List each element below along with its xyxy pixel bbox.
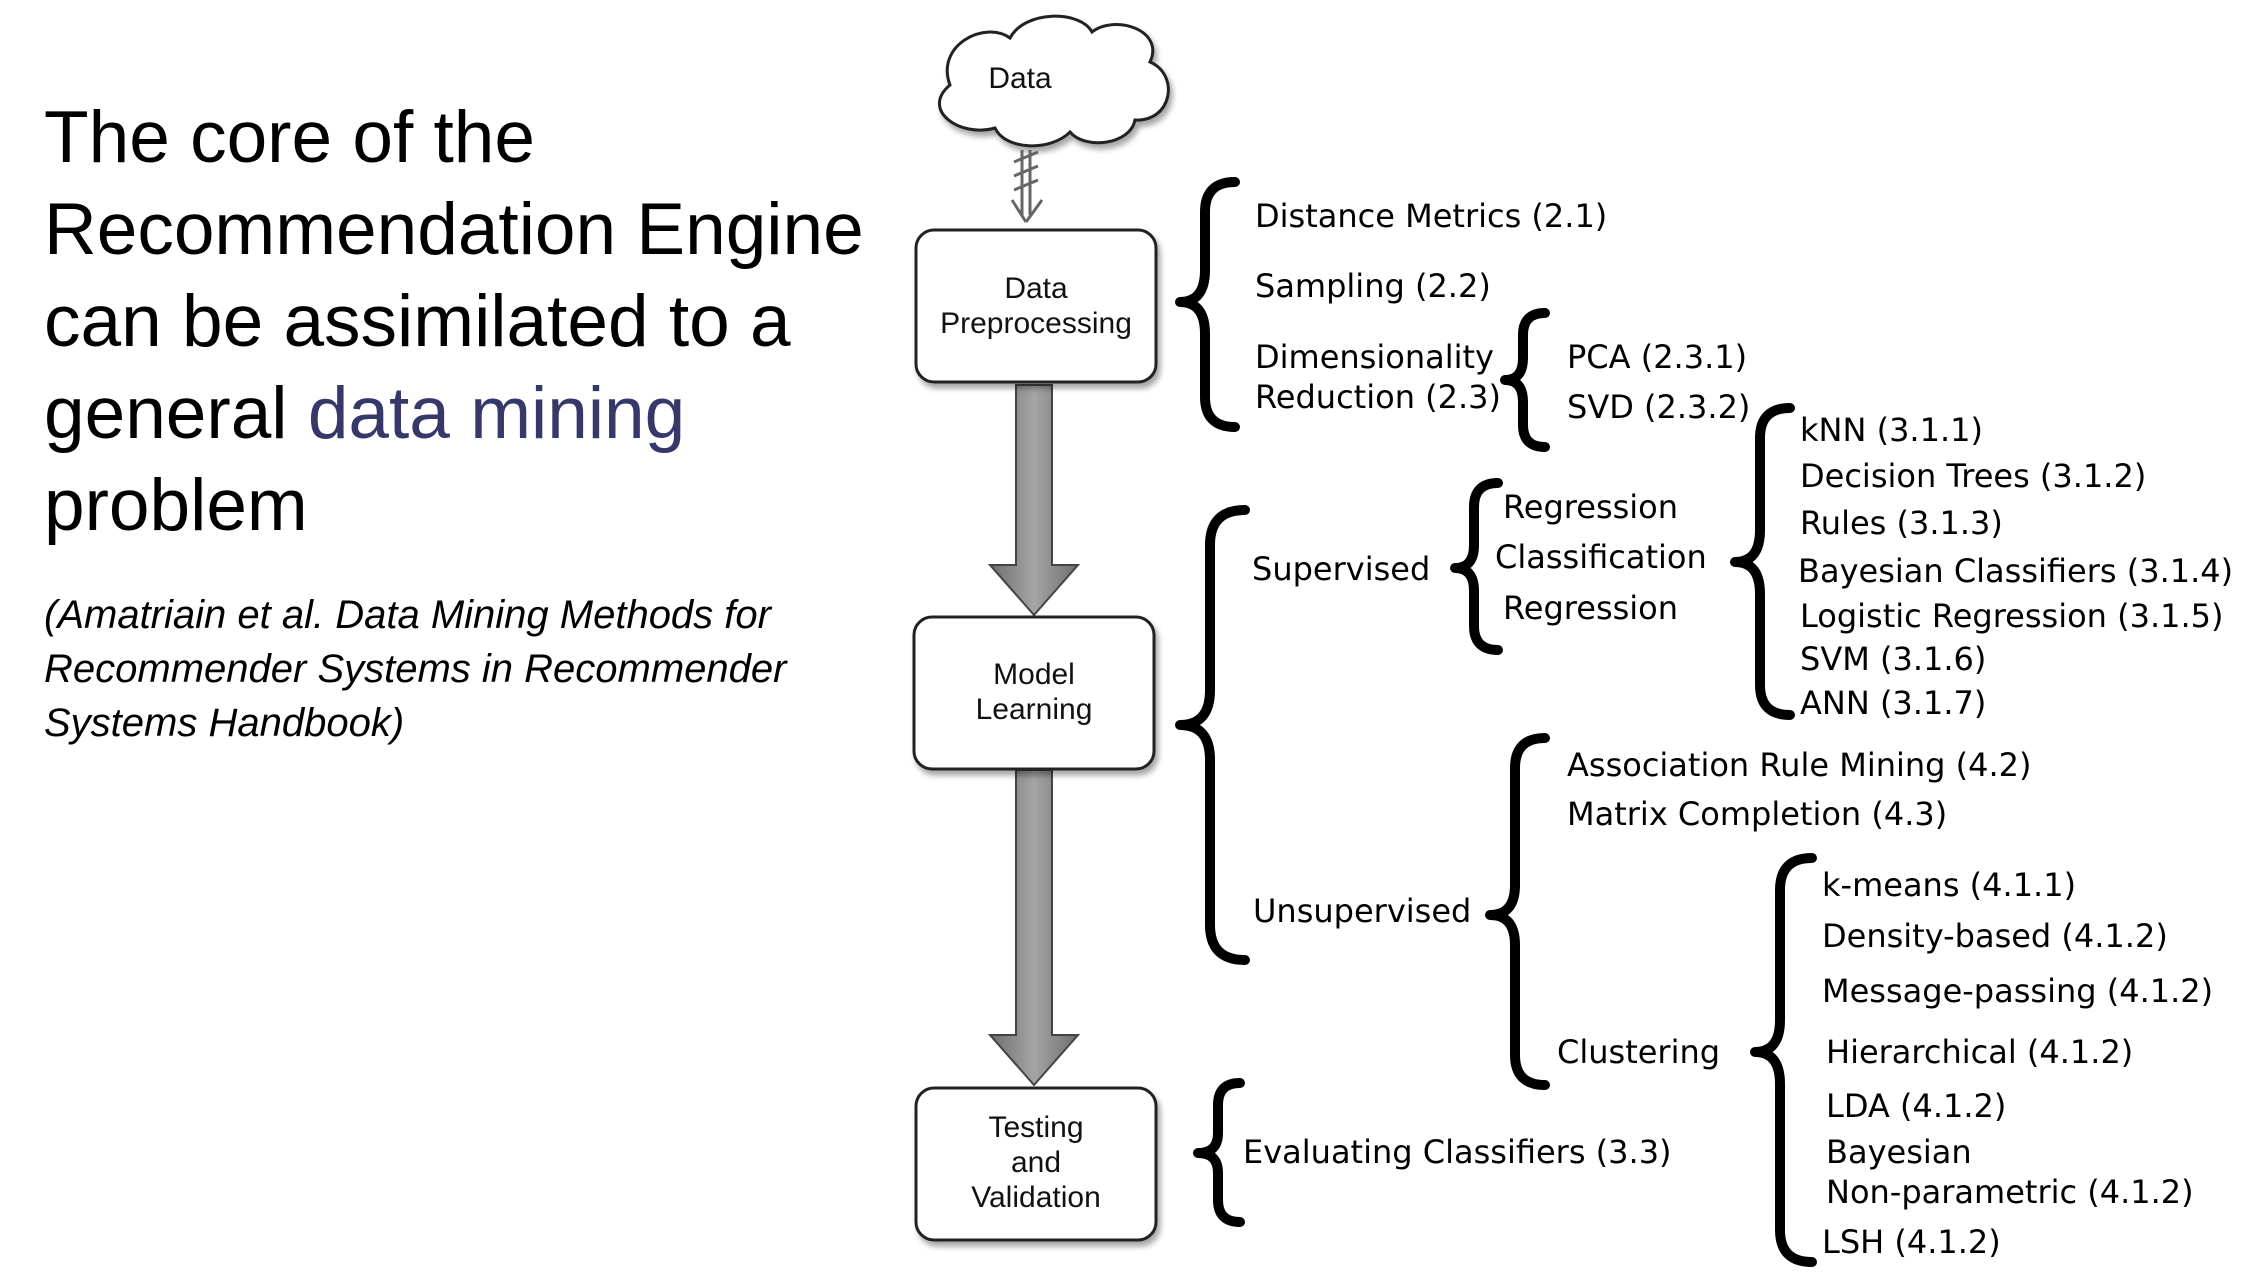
classifier-logistic-regression: Logistic Regression (3.1.5)	[1800, 597, 2224, 635]
preprocessing-label-2: Preprocessing	[940, 307, 1132, 340]
classifier-svm: SVM (3.1.6)	[1800, 640, 1986, 678]
cluster-bayesian-1: Bayesian	[1826, 1133, 1972, 1171]
unsupervised-label: Unsupervised	[1253, 892, 1471, 930]
slide-title: The core of the Recommendation Engine ca…	[44, 92, 864, 552]
hatched-arrow	[1010, 150, 1044, 223]
preprocessing-label-1: Data	[1004, 272, 1068, 305]
testing-label-1: Testing	[988, 1111, 1083, 1144]
preprocessing-box	[914, 228, 1158, 384]
clustering-label: Clustering	[1557, 1033, 1720, 1071]
title-end: problem	[44, 465, 308, 546]
model-learning-label-2: Learning	[976, 693, 1093, 726]
classifier-knn: kNN (3.1.1)	[1800, 411, 1983, 449]
association-rule-label: Association Rule Mining (4.2)	[1567, 746, 2032, 784]
classifiers-brace	[1730, 403, 1795, 720]
cluster-kmeans: k-means (4.1.1)	[1822, 866, 2076, 904]
arrow-to-model-learning	[987, 384, 1081, 617]
unsupervised-brace	[1485, 733, 1550, 1090]
data-label: Data	[988, 62, 1052, 95]
dimred-brace	[1500, 308, 1550, 452]
title-highlight: data mining	[307, 373, 686, 454]
supervised-label: Supervised	[1252, 550, 1430, 588]
validation-brace	[1193, 1078, 1245, 1227]
model-learning-box	[912, 615, 1156, 771]
dimred-label-2: Reduction (2.3)	[1255, 378, 1501, 416]
supervised-brace	[1450, 478, 1503, 655]
dimred-label-1: Dimensionality	[1255, 338, 1494, 376]
classifier-bayesian: Bayesian Classifiers (3.1.4)	[1798, 552, 2233, 590]
citation: (Amatriain et al. Data Mining Methods fo…	[44, 593, 787, 745]
pca-label: PCA (2.3.1)	[1567, 338, 1747, 376]
evaluating-classifiers-label: Evaluating Classifiers (3.3)	[1243, 1133, 1672, 1171]
sup-type-regression-2: Regression	[1503, 589, 1678, 627]
cluster-hierarchical: Hierarchical (4.1.2)	[1826, 1033, 2133, 1071]
classifier-ann: ANN (3.1.7)	[1800, 684, 1986, 722]
data-cloud	[937, 14, 1170, 148]
testing-label-2: and	[1011, 1146, 1061, 1179]
clustering-brace	[1750, 853, 1817, 1267]
preprocessing-brace	[1175, 177, 1240, 432]
sup-type-regression-1: Regression	[1503, 488, 1678, 526]
testing-label-3: Validation	[971, 1181, 1101, 1214]
arrow-to-testing	[987, 769, 1081, 1087]
cluster-bayesian-2: Non-parametric (4.1.2)	[1826, 1173, 2194, 1211]
sampling-label: Sampling (2.2)	[1255, 267, 1491, 305]
distance-metrics-label: Distance Metrics (2.1)	[1255, 197, 1607, 235]
cluster-lda: LDA (4.1.2)	[1826, 1087, 2006, 1125]
svd-label: SVD (2.3.2)	[1567, 388, 1750, 426]
model-learning-label-1: Model	[993, 658, 1075, 691]
title-text: The core of the Recommendation Engine ca…	[44, 97, 864, 454]
classifier-rules: Rules (3.1.3)	[1800, 504, 2003, 542]
testing-box	[914, 1086, 1158, 1242]
classifier-decision-trees: Decision Trees (3.1.2)	[1800, 457, 2146, 495]
matrix-completion-label: Matrix Completion (4.3)	[1567, 795, 1947, 833]
cluster-density: Density-based (4.1.2)	[1822, 917, 2168, 955]
sup-type-classification: Classification	[1495, 538, 1707, 576]
learning-brace	[1175, 505, 1250, 965]
cluster-message-passing: Message-passing (4.1.2)	[1822, 972, 2213, 1010]
cluster-lsh: LSH (4.1.2)	[1822, 1223, 2001, 1261]
